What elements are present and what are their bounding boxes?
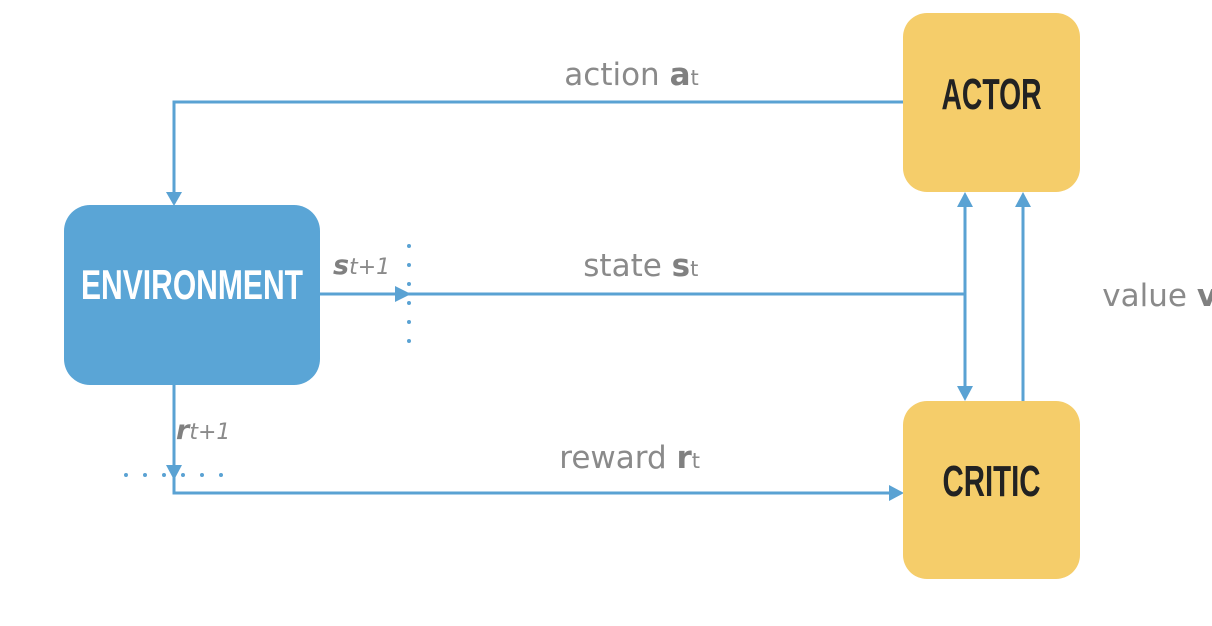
next-reward-label: rt+1 — [176, 415, 230, 446]
environment-node: ENVIRONMENT — [64, 205, 320, 385]
critic-box — [903, 401, 1080, 579]
next-reward-symbol: r — [176, 415, 191, 446]
action-label-word: action — [564, 57, 669, 93]
state-to-actor-arrowhead — [957, 192, 973, 207]
state-label-word: state — [583, 248, 671, 284]
reward-label-symbol: r — [677, 440, 693, 476]
next-state-label: st+1 — [333, 250, 390, 281]
reward-arrowhead — [889, 485, 904, 501]
action-label: action at — [515, 57, 728, 93]
value-label: value vt — [1053, 278, 1212, 314]
state-label-symbol: s — [672, 248, 690, 284]
reward-label-subscript: t — [692, 449, 700, 473]
next-state-symbol: s — [333, 250, 349, 281]
state-label: state st — [534, 248, 728, 284]
reward-next-arrowhead — [166, 465, 182, 480]
state-to-critic-arrowhead — [957, 386, 973, 401]
state-label-subscript: t — [690, 257, 698, 281]
actor-box — [903, 13, 1080, 192]
action-connector — [172, 100, 903, 192]
next-reward-subscript: t+1 — [189, 420, 230, 445]
environment-label: ENVIRONMENT — [81, 261, 303, 308]
actor-label: ACTOR — [942, 70, 1042, 119]
reward-label-word: reward — [559, 440, 676, 476]
action-label-symbol: a — [670, 57, 691, 93]
reward-connector — [172, 385, 889, 495]
action-arrowhead — [166, 192, 182, 206]
action-label-subscript: t — [690, 66, 698, 90]
actor-node: ACTOR — [903, 13, 1080, 192]
critic-node: CRITIC — [903, 401, 1080, 579]
value-arrowhead — [1015, 192, 1031, 207]
environment-box — [64, 205, 320, 385]
critic-label: CRITIC — [943, 457, 1041, 506]
next-state-subscript: t+1 — [349, 255, 390, 280]
value-label-word: value — [1102, 278, 1197, 314]
reward-label: reward rt — [510, 440, 730, 476]
state-next-arrowhead — [395, 286, 411, 302]
value-label-symbol: v — [1197, 278, 1212, 314]
